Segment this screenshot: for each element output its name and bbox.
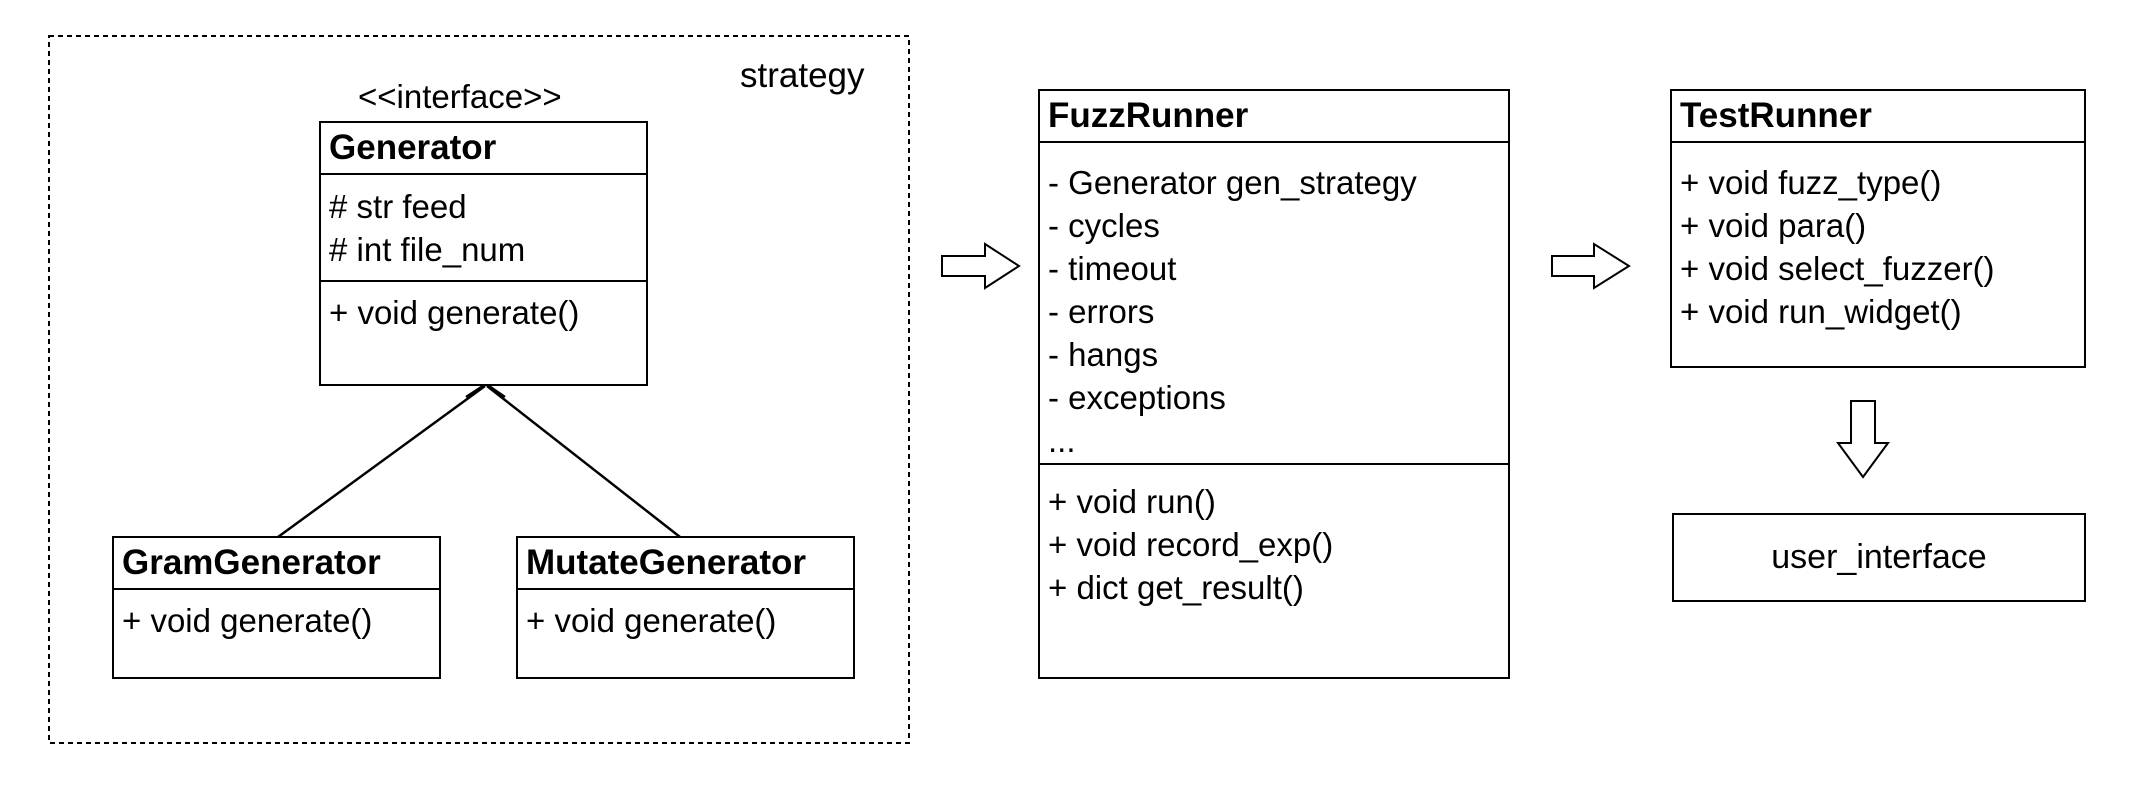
gram-to-generator-line bbox=[277, 384, 486, 539]
method: + void generate() bbox=[122, 602, 373, 639]
method: + void run() bbox=[1048, 483, 1216, 520]
testrunner-class-name: TestRunner bbox=[1672, 91, 2084, 143]
fuzzrunner-class: FuzzRunner - Generator gen_strategy - cy… bbox=[1038, 89, 1510, 679]
method: + void select_fuzzer() bbox=[1680, 250, 1995, 287]
mutategenerator-class: MutateGenerator + void generate() bbox=[516, 536, 855, 679]
fuzzrunner-class-name: FuzzRunner bbox=[1040, 91, 1508, 143]
method: + void fuzz_type() bbox=[1680, 164, 1942, 201]
generator-class: Generator # str feed # int file_num + vo… bbox=[319, 121, 648, 386]
fuzzrunner-methods: + void run() + void record_exp() + dict … bbox=[1040, 465, 1508, 609]
attribute: # int file_num bbox=[329, 231, 526, 268]
attribute: - timeout bbox=[1048, 250, 1177, 287]
method: + dict get_result() bbox=[1048, 569, 1304, 606]
mutategenerator-methods: + void generate() bbox=[518, 590, 853, 642]
method: + void record_exp() bbox=[1048, 526, 1334, 563]
attribute: # str feed bbox=[329, 188, 467, 225]
method: + void para() bbox=[1680, 207, 1867, 244]
method: + void run_widget() bbox=[1680, 293, 1962, 330]
arrow-testrunner-to-user-interface bbox=[1836, 400, 1890, 479]
user-interface-box: user_interface bbox=[1672, 513, 2086, 602]
gramgenerator-class-name: GramGenerator bbox=[114, 538, 439, 590]
attribute: - Generator gen_strategy bbox=[1048, 164, 1417, 201]
user-interface-label: user_interface bbox=[1771, 538, 1987, 576]
generator-methods: + void generate() bbox=[321, 282, 646, 334]
mutate-to-generator-line bbox=[486, 385, 681, 538]
gramgenerator-methods: + void generate() bbox=[114, 590, 439, 642]
generator-attributes: # str feed # int file_num bbox=[321, 175, 646, 282]
fuzzrunner-attributes: - Generator gen_strategy - cycles - time… bbox=[1040, 143, 1508, 465]
gramgenerator-class: GramGenerator + void generate() bbox=[112, 536, 441, 679]
attribute: - hangs bbox=[1048, 336, 1159, 373]
attribute: - exceptions bbox=[1048, 379, 1226, 416]
generator-class-name: Generator bbox=[321, 123, 646, 175]
attribute: - errors bbox=[1048, 293, 1155, 330]
arrow-strategy-to-fuzzrunner bbox=[941, 242, 1021, 290]
mutategenerator-class-name: MutateGenerator bbox=[518, 538, 853, 590]
interface-stereotype: <<interface>> bbox=[358, 78, 562, 115]
testrunner-class: TestRunner + void fuzz_type() + void par… bbox=[1670, 89, 2086, 368]
arrow-fuzzrunner-to-testrunner bbox=[1551, 242, 1631, 290]
attribute-ellipsis: ... bbox=[1048, 422, 1076, 459]
method: + void generate() bbox=[329, 294, 580, 331]
attribute: - cycles bbox=[1048, 207, 1160, 244]
strategy-group-label: strategy bbox=[740, 56, 865, 95]
method: + void generate() bbox=[526, 602, 777, 639]
testrunner-methods: + void fuzz_type() + void para() + void … bbox=[1672, 143, 2084, 333]
